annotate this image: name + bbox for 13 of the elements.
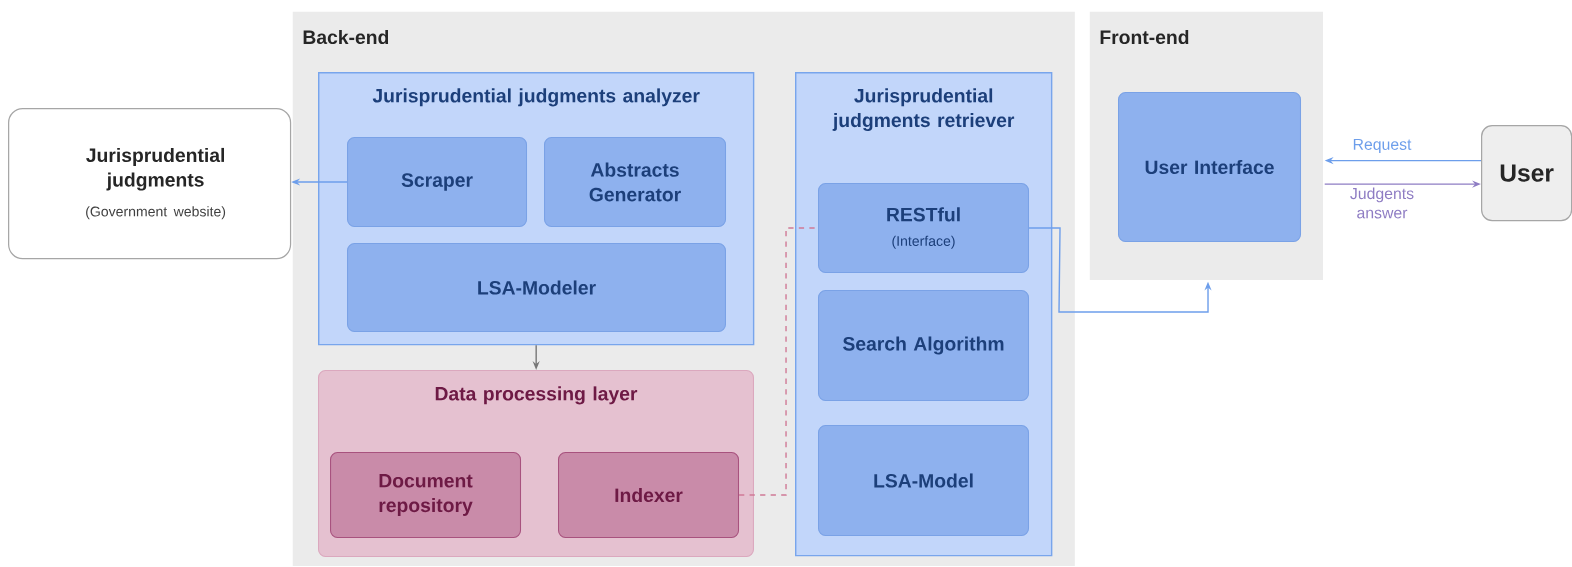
module-box: LSA-Modeler	[347, 243, 726, 333]
module-box: Search Algorithm	[818, 290, 1030, 401]
module-box: LSA-Model	[818, 425, 1030, 537]
module-box: User Interface	[1118, 92, 1302, 242]
module-box: Document repository	[330, 452, 522, 539]
module-box: Scraper	[347, 137, 528, 228]
module-box: Abstracts Generator	[544, 137, 727, 228]
actor-box: User	[1481, 125, 1572, 222]
edge-label: Request	[1353, 138, 1412, 154]
edge-label: Judgents answer	[1350, 187, 1414, 219]
source-box: Jurisprudential judgments (Government website)	[8, 108, 292, 260]
module-box: RESTful (Interface)	[818, 183, 1030, 274]
module-box: Indexer	[558, 452, 740, 539]
